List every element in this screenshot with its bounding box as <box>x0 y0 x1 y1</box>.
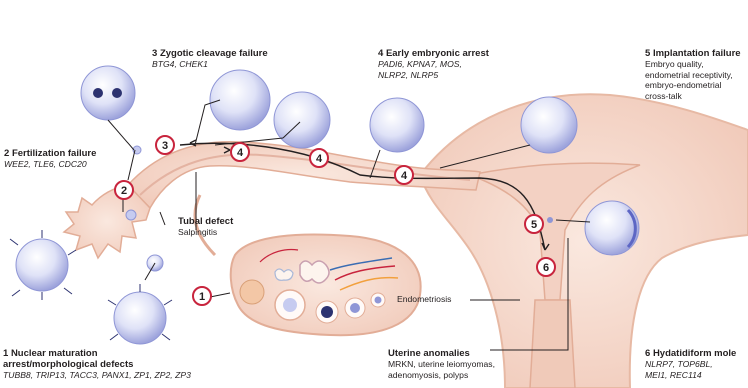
defective-oocyte-upper <box>16 239 68 291</box>
label-tubal-defect: Tubal defect Salpingitis <box>178 216 233 238</box>
svg-text:4: 4 <box>401 170 408 182</box>
step-marker-6: 6 <box>537 258 555 276</box>
step-marker-4b: 4 <box>310 149 328 167</box>
fimbriae <box>64 185 150 258</box>
step-marker-2: 2 <box>115 181 133 199</box>
blastocyst <box>521 97 577 153</box>
svg-text:6: 6 <box>543 262 549 274</box>
svg-text:2: 2 <box>121 185 127 197</box>
arrested-embryo-1 <box>274 92 330 148</box>
label-uterine-anomalies: Uterine anomalies MRKN, uterine leiomyom… <box>388 348 495 380</box>
step-marker-5: 5 <box>525 215 543 233</box>
label-zygotic-cleavage-failure: 3 Zygotic cleavage failure BTG4, CHEK1 <box>152 48 268 70</box>
step-marker-4c: 4 <box>395 166 413 184</box>
svg-text:4: 4 <box>316 153 323 165</box>
step-marker-1: 1 <box>193 287 211 305</box>
label-fertilization-failure: 2 Fertilization failure WEE2, TLE6, CDC2… <box>4 148 96 170</box>
label-nuclear-maturation-arrest: 1 Nuclear maturation arrest/morphologica… <box>3 348 191 381</box>
arrested-embryo-2 <box>370 98 424 152</box>
pronuclear-zygote <box>81 66 135 120</box>
svg-text:4: 4 <box>237 147 244 159</box>
ovary <box>231 234 421 335</box>
step-marker-4a: 4 <box>231 143 249 161</box>
label-early-embryonic-arrest: 4 Early embryonic arrest PADI6, KPNA7, M… <box>378 48 489 80</box>
label-hydatidiform-mole: 6 Hydatidiform mole NLRP7, TOP6BL, MEI1,… <box>645 348 736 380</box>
implanting-embryo <box>585 201 639 255</box>
label-implantation-failure: 5 Implantation failure Embryo quality, e… <box>645 48 748 101</box>
defective-oocyte-lower <box>114 292 166 344</box>
svg-text:5: 5 <box>531 219 537 231</box>
svg-text:3: 3 <box>162 140 168 152</box>
uterus-body <box>420 94 748 388</box>
svg-text:1: 1 <box>199 291 205 303</box>
step-marker-3: 3 <box>156 136 174 154</box>
label-endometriosis: Endometriosis <box>397 294 451 305</box>
